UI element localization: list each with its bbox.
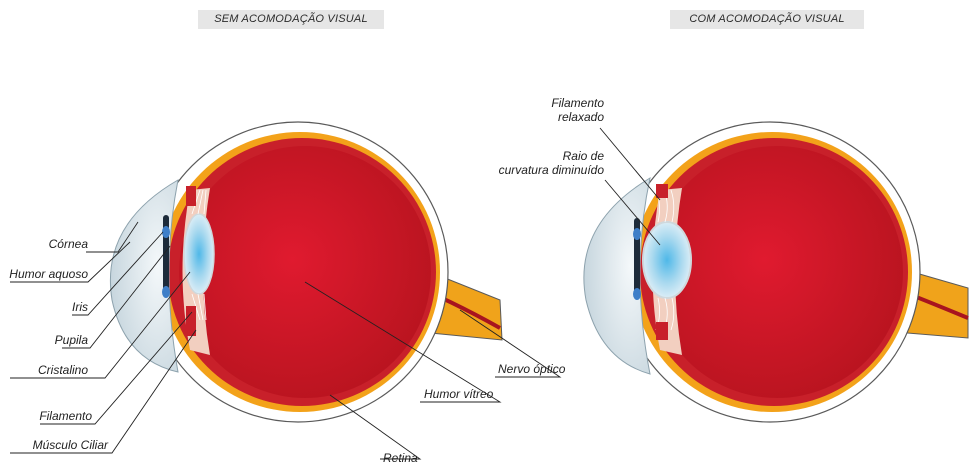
label-nervo-optico: Nervo óptico	[498, 362, 566, 376]
label-raio-2: curvatura diminuído	[499, 163, 605, 177]
right-eye	[584, 122, 968, 422]
label-cornea: Córnea	[49, 237, 89, 251]
label-musculo-ciliar: Músculo Ciliar	[33, 438, 109, 452]
label-filamento-relaxado-1: Filamento	[551, 96, 604, 110]
label-humor-aquoso: Humor aquoso	[9, 267, 88, 281]
label-pupila: Pupila	[55, 333, 89, 347]
label-cristalino: Cristalino	[38, 363, 88, 377]
label-iris: Iris	[72, 300, 88, 314]
label-filamento-relaxado-2: relaxado	[558, 110, 604, 124]
label-raio-1: Raio de	[563, 149, 605, 163]
left-ciliary-muscle	[186, 186, 196, 206]
left-eye	[110, 122, 502, 422]
left-vitreous	[179, 146, 431, 398]
left-lens	[184, 214, 214, 294]
label-retina: Retina	[383, 451, 418, 465]
right-cornea	[584, 178, 650, 374]
label-humor-vitreo: Humor vítreo	[424, 387, 494, 401]
label-filamento: Filamento	[39, 409, 92, 423]
